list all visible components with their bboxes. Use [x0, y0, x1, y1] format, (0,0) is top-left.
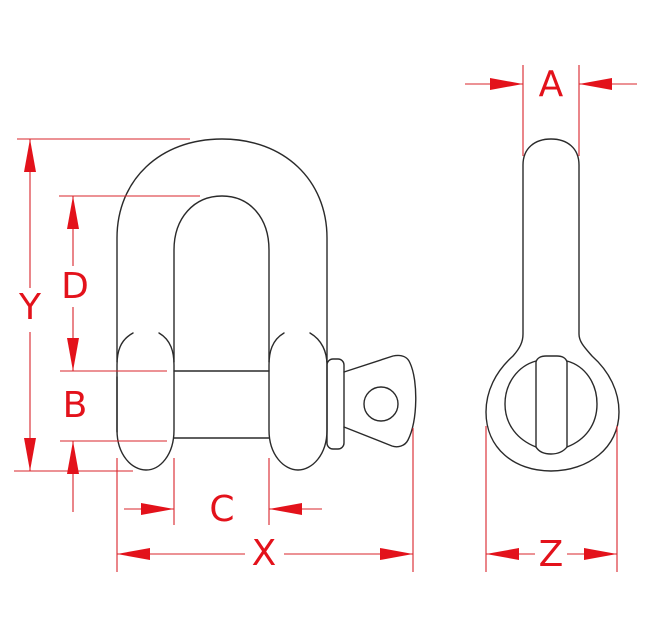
pin-shaft — [173, 370, 270, 439]
y-arrow-bottom — [24, 438, 36, 471]
side-pin-circle-left — [504, 360, 537, 448]
b-arrow-up — [67, 441, 79, 474]
front-view — [116, 138, 417, 471]
dimension-label-d: D — [61, 266, 89, 307]
y-arrow-top — [24, 139, 36, 172]
c-arrow-left — [141, 503, 174, 515]
bow-inner-outline — [173, 195, 270, 363]
dimension-label-y: Y — [19, 287, 41, 328]
side-view — [485, 138, 620, 472]
x-arrow-right — [380, 548, 413, 560]
left-jaw-eye — [116, 332, 175, 471]
dimension-label-b: B — [62, 385, 88, 426]
pin-head-tab — [343, 354, 417, 448]
a-arrow-right — [579, 78, 612, 90]
c-arrow-right — [269, 503, 302, 515]
dimension-label-c: C — [209, 489, 235, 530]
right-jaw-eye — [268, 332, 328, 471]
dimension-label-x: X — [251, 533, 277, 574]
dimension-label-a: A — [538, 64, 564, 105]
side-pin-circle-right — [566, 360, 598, 448]
dimension-label-z: Z — [538, 534, 564, 575]
z-arrow-left — [486, 548, 519, 560]
a-arrow-left — [490, 78, 523, 90]
z-arrow-right — [584, 548, 617, 560]
bow-outer-outline — [116, 138, 328, 363]
d-arrow-bottom — [67, 338, 79, 371]
side-pin-slot — [535, 355, 568, 455]
dimension-lines — [14, 65, 637, 572]
pin-head-hole — [363, 386, 399, 422]
d-arrow-top — [67, 196, 79, 229]
x-arrow-left — [117, 548, 150, 560]
side-bow-outline — [485, 138, 620, 472]
pin-collar — [326, 358, 345, 450]
